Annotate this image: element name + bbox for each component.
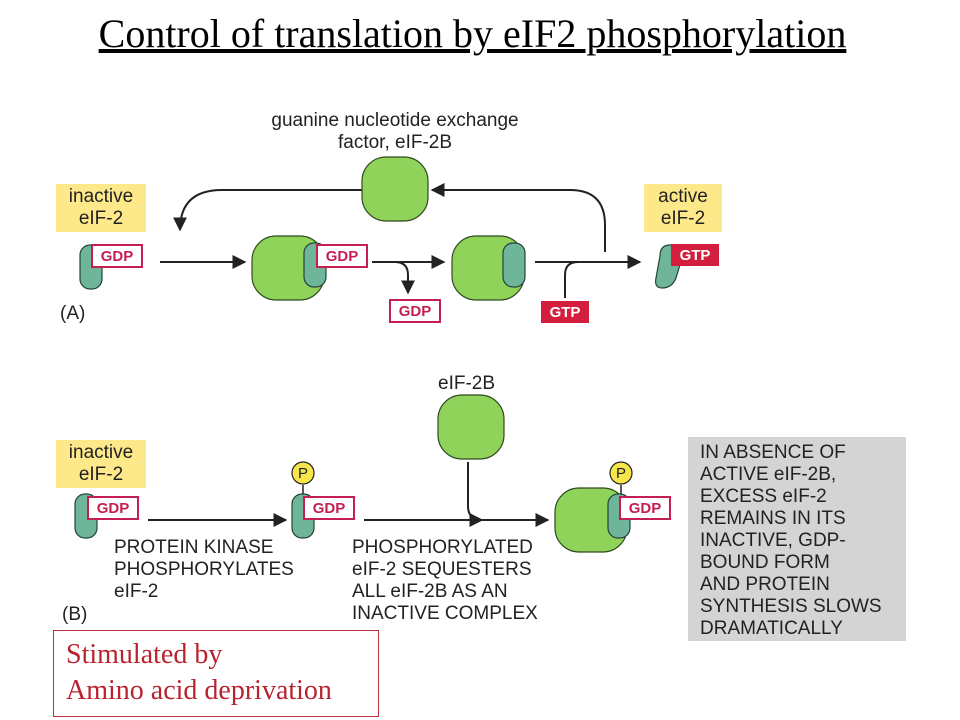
note-line: AND PROTEIN	[700, 574, 830, 595]
kinase-line: PHOSPHORYLATES	[114, 559, 294, 580]
gtp-tag	[671, 244, 719, 266]
eif2b-join-arrow	[467, 462, 484, 527]
note-line: DRAMATICALLY	[700, 618, 843, 639]
sequester-line: eIF-2 SEQUESTERS	[352, 559, 532, 580]
gdp-tag-text: GDP	[97, 500, 130, 517]
panel-a-label: (A)	[60, 303, 86, 324]
gdp-tag-text: GDP	[629, 500, 662, 517]
inactive-line-2: eIF-2	[78, 208, 124, 229]
inactive-eif2-label-a: inactive eIF-2	[56, 184, 146, 232]
gdp-tag-text: GDP	[313, 500, 346, 517]
inactive-eif2-label-b: inactive eIF-2	[56, 440, 146, 488]
cycle-arrow-top	[430, 183, 606, 252]
note-line: ACTIVE eIF-2B,	[700, 464, 837, 485]
gdp-tag	[87, 496, 139, 520]
active-eif2-label: active eIF-2	[644, 184, 722, 232]
stimulus-line-2: Amino acid deprivation	[66, 675, 332, 706]
gdp-tag-text: GDP	[101, 248, 134, 265]
gtp-incoming-text: GTP	[550, 304, 581, 321]
note-line: SYNTHESIS SLOWS	[700, 596, 882, 617]
gtp-entry-arrow	[564, 261, 579, 298]
phosphate-text: P	[616, 465, 626, 482]
gdp-released-tag	[389, 299, 441, 323]
kinase-caption: PROTEIN KINASE PHOSPHORYLATES eIF-2	[114, 537, 294, 603]
cycle-arrow-top-left	[173, 189, 362, 232]
phosphate-circle	[291, 461, 315, 485]
gdp-release-arrow	[394, 261, 415, 295]
eif2-teal-blob	[502, 242, 526, 288]
active-line-2: eIF-2	[660, 208, 706, 229]
stimulus-box: Stimulated by Amino acid deprivation	[53, 630, 379, 717]
kinase-line: eIF-2	[114, 581, 159, 602]
gdp-released-text: GDP	[399, 303, 432, 320]
gdp-tag	[619, 496, 671, 520]
sequester-line: INACTIVE COMPLEX	[352, 603, 538, 624]
sequester-line: PHOSPHORYLATED	[352, 537, 533, 558]
phosphate-text: P	[298, 465, 308, 482]
note-line: REMAINS IN ITS	[700, 508, 846, 529]
note-line: IN ABSENCE OF	[700, 442, 846, 463]
panel-b-label: (B)	[62, 604, 88, 625]
stimulus-line-1: Stimulated by	[66, 639, 223, 670]
gtp-tag-text: GTP	[680, 247, 711, 264]
gef-label: guanine nucleotide exchange factor, eIF-…	[250, 110, 540, 154]
gef-label-line-2: factor, eIF-2B	[337, 132, 453, 153]
gdp-tag	[91, 244, 143, 268]
page-title: Control of translation by eIF2 phosphory…	[98, 11, 847, 56]
eif2b-free-blob	[361, 156, 429, 222]
note-line: INACTIVE, GDP-	[700, 530, 846, 551]
inactive-b-line-2: eIF-2	[78, 464, 124, 485]
gtp-incoming-tag	[541, 301, 589, 323]
active-line-1: active	[658, 186, 708, 207]
inactive-b-line-1: inactive	[68, 442, 134, 463]
phosphate-circle	[609, 461, 633, 485]
gdp-tag	[316, 244, 368, 268]
gdp-tag	[303, 496, 355, 520]
explanation-note: IN ABSENCE OF ACTIVE eIF-2B, EXCESS eIF-…	[688, 437, 906, 641]
gef-label-line-1: guanine nucleotide exchange	[271, 110, 519, 131]
sequester-line: ALL eIF-2B AS AN	[352, 581, 508, 602]
gdp-tag-text: GDP	[326, 248, 359, 265]
kinase-line: PROTEIN KINASE	[114, 537, 274, 558]
inactive-line-1: inactive	[68, 186, 134, 207]
eif2b-label-b: eIF-2B	[438, 373, 496, 394]
note-line: EXCESS eIF-2	[700, 486, 827, 507]
sequester-caption: PHOSPHORYLATED eIF-2 SEQUESTERS ALL eIF-…	[352, 537, 538, 625]
note-line: BOUND FORM	[700, 552, 830, 573]
eif2b-free-blob-b	[437, 394, 505, 460]
